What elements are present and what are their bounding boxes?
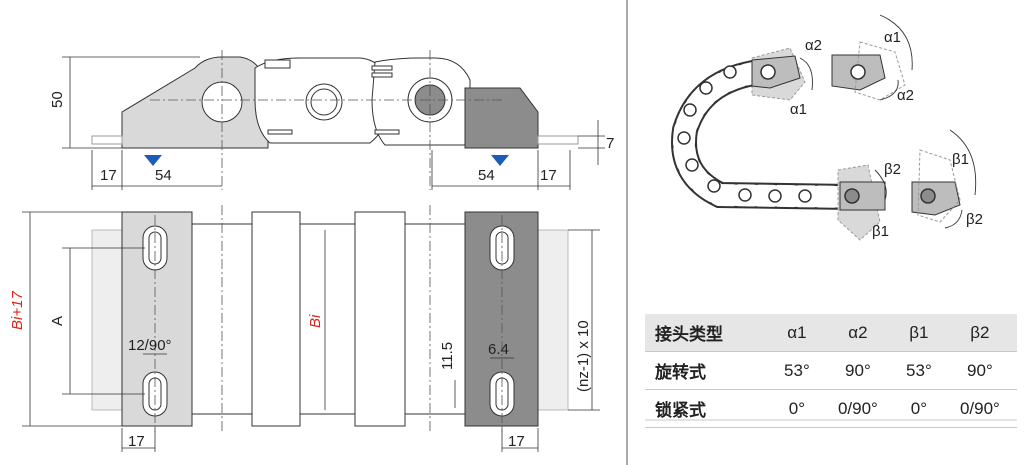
table-row: 旋转式 53° 90° 53° 90° [645, 351, 1017, 390]
dim-width-inner: Bi [307, 314, 324, 328]
table-cell: 0° [894, 389, 943, 428]
mount-marker-left [144, 155, 162, 166]
angle-table: 接头类型 α1 α2 β1 β2 旋转式 53° 90° 53° 90° 锁紧式… [645, 314, 1017, 428]
dim-width-a: A [49, 316, 66, 326]
angle-b2-top: β2 [884, 161, 901, 178]
dim-bottom-right: 17 [508, 433, 525, 450]
table-cell: 53° [894, 351, 943, 390]
table-cell: 90° [942, 351, 1017, 390]
dim-pitch-left-b: 54 [155, 167, 172, 184]
side-center-lines [150, 50, 505, 190]
table-header-b2: β2 [942, 314, 1017, 352]
dim-bottom-left: 17 [128, 433, 145, 450]
dim-crossbar: 7 [606, 135, 614, 152]
mount-marker-right [491, 155, 509, 166]
angle-b1-top: β1 [952, 151, 969, 168]
top-view [91, 211, 569, 427]
dim-slot-left: 12/90° [128, 337, 172, 354]
angle-b2-low: β2 [966, 211, 983, 228]
table-header-row: 接头类型 α1 α2 β1 β2 [645, 314, 1017, 352]
table-header-type: 接头类型 [645, 314, 773, 352]
table-cell: 0/90° [942, 389, 1017, 428]
angle-b1-low: β1 [872, 223, 889, 240]
table-cell: 0° [773, 389, 821, 428]
dim-pitch-right: 17 [540, 167, 557, 184]
dim-slot-w: 6.4 [488, 341, 509, 358]
angle-a2-mid: α2 [897, 87, 914, 104]
table-header-a1: α1 [773, 314, 821, 352]
table-cell: 90° [820, 351, 895, 390]
dim-pitch-left: 17 [100, 167, 117, 184]
table-header-a2: α2 [820, 314, 895, 352]
dim-height: 50 [49, 91, 66, 108]
dim-rows: (nz-1) x 10 [575, 320, 592, 392]
chain-loop [671, 14, 977, 241]
table-row-label: 旋转式 [645, 351, 773, 390]
table-cell: 53° [773, 351, 821, 390]
angle-a1-mid: α1 [790, 101, 807, 118]
dim-width-total: Bi+17 [9, 291, 26, 330]
table-header-b1: β1 [894, 314, 943, 352]
table-cell: 0/90° [820, 389, 895, 428]
top-center-lines [154, 205, 503, 432]
side-view [91, 56, 579, 149]
angle-a2-top: α2 [805, 37, 822, 54]
top-dim-lines [22, 211, 600, 452]
table-row-label: 锁紧式 [645, 389, 773, 428]
dim-slot-h: 11.5 [439, 342, 456, 370]
angle-a1-top: α1 [884, 29, 901, 46]
table-row: 锁紧式 0° 0/90° 0° 0/90° [645, 389, 1017, 428]
side-dim-lines [62, 56, 605, 190]
dim-pitch-right-b: 54 [478, 167, 495, 184]
